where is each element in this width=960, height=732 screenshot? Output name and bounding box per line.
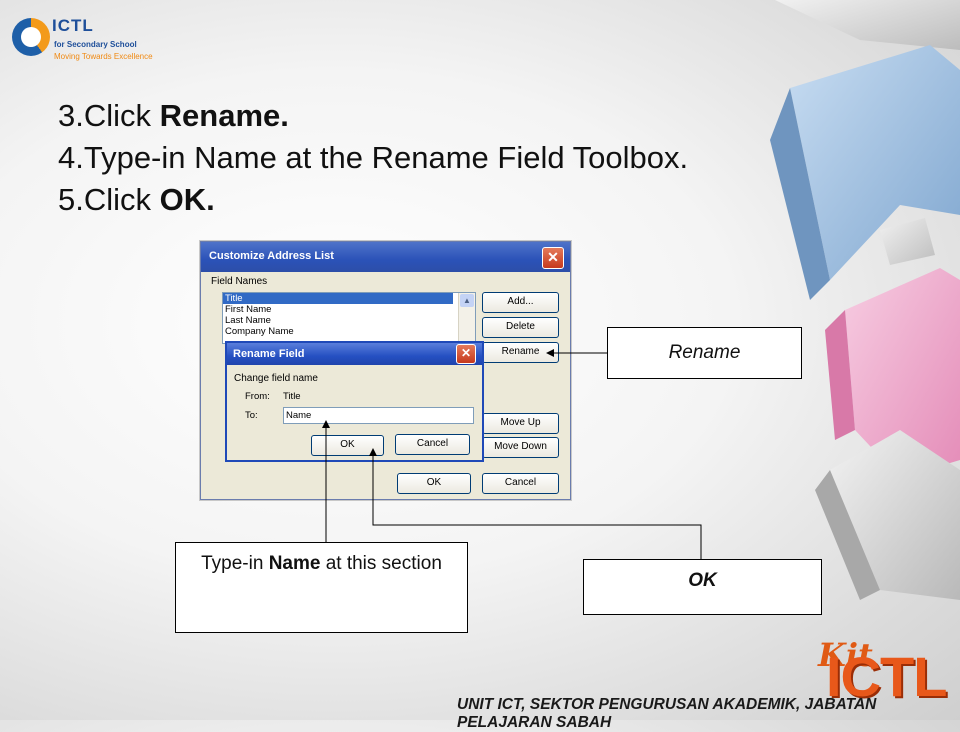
ok-callout: OK bbox=[583, 559, 822, 615]
scroll-up-icon[interactable]: ▲ bbox=[460, 294, 474, 307]
step-3-text: 3.Click bbox=[58, 98, 160, 133]
ok-button[interactable]: OK bbox=[397, 473, 471, 494]
step-3: 3.Click Rename. bbox=[58, 95, 818, 137]
logo-subtitle: for Secondary School bbox=[54, 40, 137, 49]
list-item[interactable]: Company Name bbox=[225, 326, 294, 337]
rename-field-dialog: Rename Field ✕ Change field name From: T… bbox=[225, 341, 484, 462]
step-5: 5.Click OK. bbox=[58, 179, 818, 221]
logo-name: ICTL bbox=[52, 16, 94, 35]
from-label: From: bbox=[245, 391, 270, 402]
dialog-title: Customize Address List bbox=[209, 250, 334, 262]
close-icon[interactable]: ✕ bbox=[456, 344, 476, 364]
rename-heading: Change field name bbox=[234, 373, 318, 384]
list-item[interactable]: First Name bbox=[225, 304, 272, 315]
logo-tagline: Moving Towards Excellence bbox=[54, 52, 153, 61]
cancel-button[interactable]: Cancel bbox=[482, 473, 559, 494]
to-field-input[interactable]: Name bbox=[283, 407, 474, 424]
list-scrollbar[interactable]: ▲ bbox=[458, 293, 475, 343]
field-names-label: Field Names bbox=[211, 276, 268, 287]
name-callout-bold: Name bbox=[268, 553, 321, 574]
dialog-title-bar[interactable]: Customize Address List ✕ bbox=[201, 242, 570, 272]
step-5-bold: OK. bbox=[159, 182, 215, 217]
rename-ok-button[interactable]: OK bbox=[311, 435, 384, 456]
list-item[interactable]: Last Name bbox=[225, 315, 271, 326]
ictl-brand-text: ICTL bbox=[826, 645, 947, 708]
kit-logo-text: Kit bbox=[818, 636, 873, 674]
from-value: Title bbox=[283, 391, 301, 402]
instruction-steps: 3.Click Rename. 4.Type-in Name at the Re… bbox=[58, 95, 818, 221]
rename-callout: Rename bbox=[607, 327, 802, 379]
name-callout-prefix: Type-in bbox=[201, 553, 269, 574]
rename-dialog-title-bar[interactable]: Rename Field ✕ bbox=[227, 343, 482, 365]
rename-cancel-button[interactable]: Cancel bbox=[395, 434, 470, 455]
name-callout: Type-in Name at this section bbox=[175, 542, 468, 633]
close-icon[interactable]: ✕ bbox=[542, 247, 564, 269]
footer-text: UNIT ICT, SEKTOR PENGURUSAN AKADEMIK, JA… bbox=[457, 696, 877, 731]
rename-dialog-title: Rename Field bbox=[233, 348, 305, 360]
move-down-button[interactable]: Move Down bbox=[482, 437, 559, 458]
ictl-logo-icon bbox=[12, 18, 50, 56]
ictl-logo: ICTL for Secondary School Moving Towards… bbox=[10, 14, 180, 76]
list-item[interactable]: Title bbox=[223, 293, 453, 304]
add-button[interactable]: Add... bbox=[482, 292, 559, 313]
name-callout-suffix: at this section bbox=[320, 553, 442, 574]
delete-button[interactable]: Delete bbox=[482, 317, 559, 338]
step-5-text: 5.Click bbox=[58, 182, 160, 217]
step-3-bold: Rename. bbox=[159, 98, 289, 133]
step-4: 4.Type-in Name at the Rename Field Toolb… bbox=[58, 137, 818, 179]
step-4-text: 4.Type-in Name at the Rename Field Toolb… bbox=[58, 140, 689, 175]
to-label: To: bbox=[245, 410, 258, 421]
